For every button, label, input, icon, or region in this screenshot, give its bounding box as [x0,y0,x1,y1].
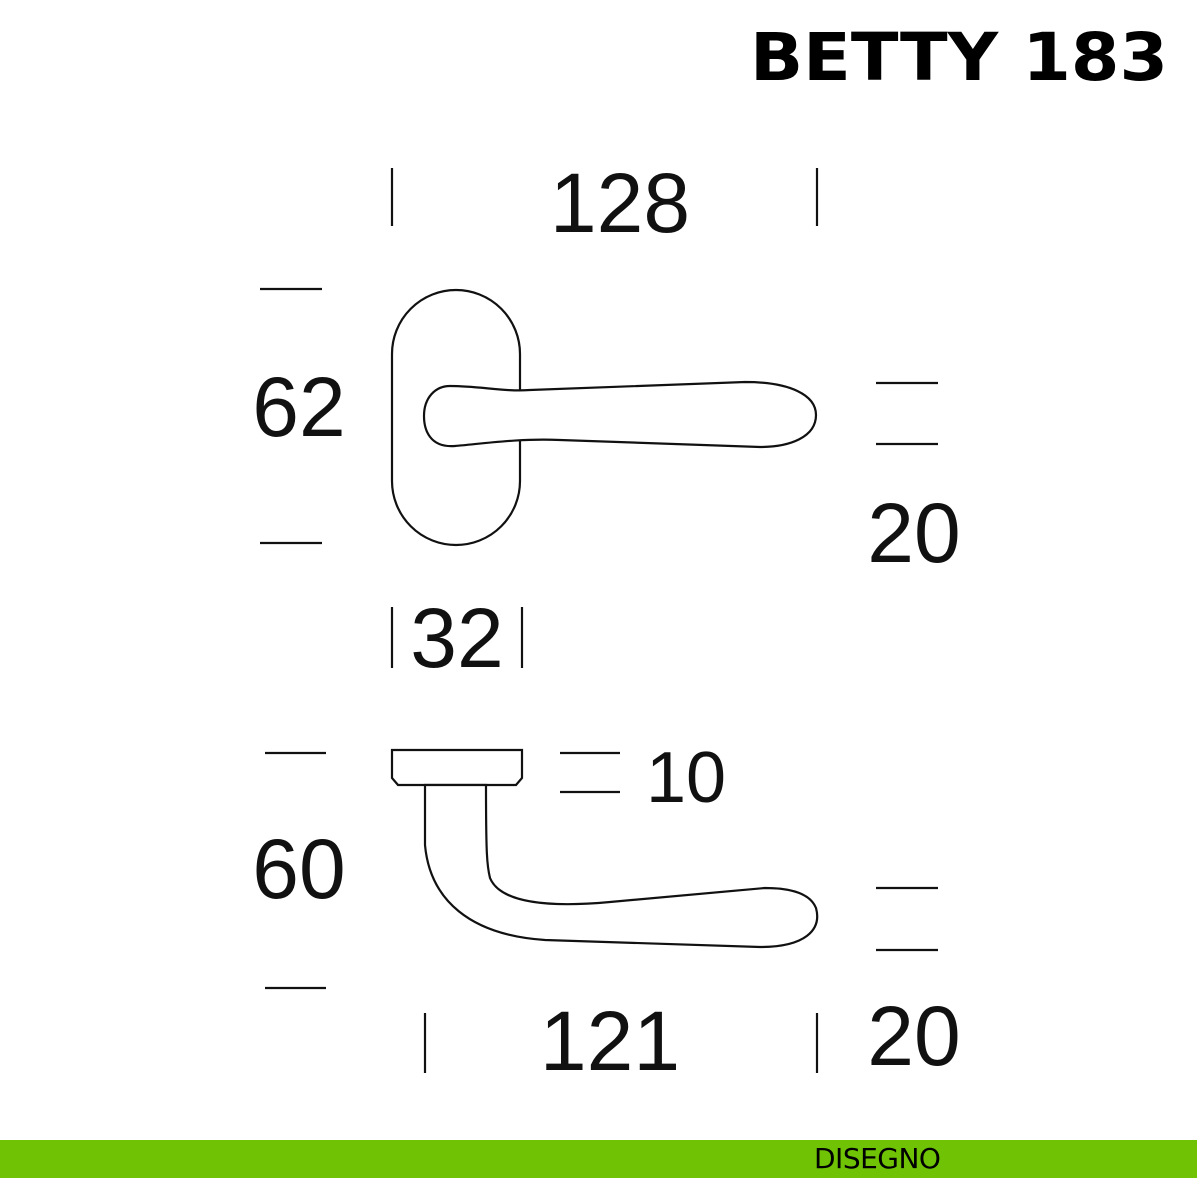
handle-side-view [390,748,819,949]
dim-rose-height: 62 [252,360,345,454]
product-title: BETTY 183 [750,19,1168,96]
dim-lever-length-top: 128 [550,156,690,250]
dim-lever-thickness-side: 20 [867,989,960,1083]
lever-side [423,783,819,949]
dim-lever-thickness-top: 20 [867,486,960,580]
lever-front [422,380,818,449]
dim-lever-length-side: 121 [540,994,680,1088]
handle-front-view [390,288,818,547]
footer-bar: DISEGNO [0,1140,1197,1178]
dim-rose-depth: 10 [646,738,726,818]
footer-label: DISEGNO [814,1142,941,1175]
rose-side [390,748,524,787]
dim-rose-width: 32 [410,591,503,685]
dim-projection: 60 [252,822,345,916]
dimension-ticks [260,168,938,1073]
